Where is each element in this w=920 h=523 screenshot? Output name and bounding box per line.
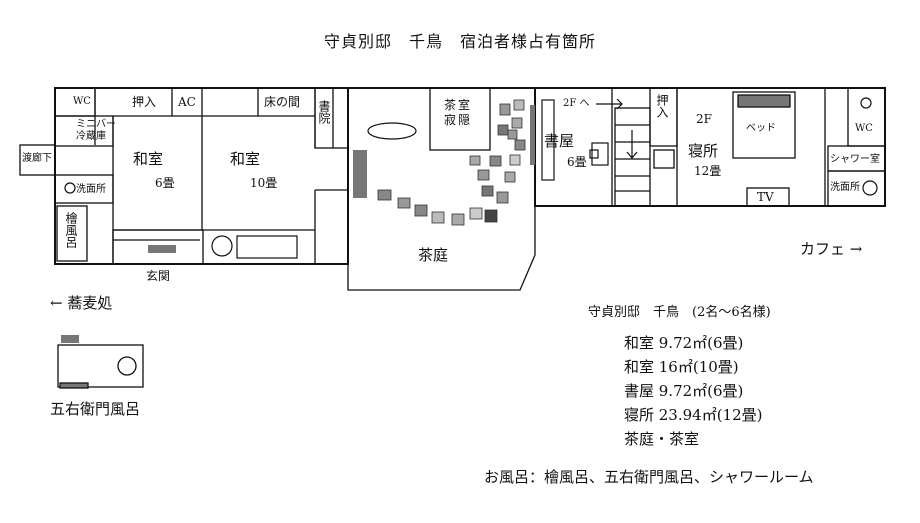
washitsu2-size: 10畳: [250, 176, 278, 190]
soba-direction: ← 蕎麦処: [50, 294, 113, 312]
entrance-label: 玄関: [146, 269, 171, 283]
goemon-box: [57, 344, 144, 388]
bath-info: お風呂：檜風呂、五右衛門風呂、シャワールーム: [484, 468, 814, 486]
info-line: 和室 9.72㎡(6畳): [624, 334, 744, 352]
shooku-size: 6畳: [567, 155, 587, 169]
cafe-direction: カフェ →: [800, 240, 863, 258]
hinoki-label: 檜風呂: [64, 212, 78, 248]
page-title: 守貞別邸 千鳥 宿泊者様占有箇所: [323, 32, 596, 51]
washroom-left-label: 洗面所: [76, 184, 106, 195]
washroom-left-box: [54, 174, 114, 204]
washroom-right-box: [827, 170, 886, 207]
wc-left-label: WC: [73, 96, 91, 107]
info-line: 茶庭・茶室: [624, 430, 700, 448]
wc-right-label: WC: [855, 123, 873, 134]
bed-box: [732, 91, 796, 159]
tv-box: [746, 187, 790, 207]
stairs-box: [614, 107, 651, 207]
tea-room-box: [429, 87, 491, 151]
shoin-label: 書院: [317, 100, 331, 124]
shinjo-size: 12畳: [694, 164, 722, 178]
info-heading: 守貞別邸 千鳥 (2名～6名様): [588, 305, 771, 320]
shooku-label: 書屋: [544, 132, 575, 150]
washitsu1-size: 6畳: [155, 176, 175, 190]
tea-garden-label: 茶庭: [418, 246, 449, 264]
bed-label: ベッド: [746, 123, 776, 134]
info-line: 書屋 9.72㎡(6畳): [624, 382, 744, 400]
washitsu1-label: 和室: [133, 150, 164, 168]
tea-garden-outline: [347, 88, 536, 291]
wc-right-box: [847, 87, 886, 147]
entrance-box: [112, 229, 204, 265]
shower-label: シャワー室: [830, 154, 880, 165]
alcove-label: 床の間: [264, 95, 301, 109]
minibar-label: ミニバー冷蔵庫: [76, 119, 116, 142]
tea-room-label: 茶室寂隠: [444, 98, 473, 127]
shinjo-label: 寝所: [688, 142, 719, 160]
washroom-right-label: 洗面所: [830, 182, 860, 193]
closet-label: 押入: [132, 95, 157, 109]
floor-2f-label: 2F: [696, 112, 712, 126]
goemon-label: 五右衛門風呂: [50, 400, 141, 418]
stepping-stones: [377, 99, 526, 226]
tv-label: TV: [757, 190, 774, 204]
info-line: 和室 16㎡(10畳): [624, 358, 739, 376]
washitsu2-label: 和室: [230, 150, 261, 168]
ac-label: AC: [178, 95, 196, 109]
to-2f-label: 2F へ: [563, 98, 590, 109]
corridor-box: [19, 144, 56, 176]
hinoki-box: [56, 205, 88, 262]
closet-right-label: 押入: [655, 94, 669, 118]
corridor-label: 渡廊下: [22, 153, 52, 164]
shoin-box: [314, 87, 334, 149]
info-line: 寝所 23.94㎡(12畳): [624, 406, 763, 424]
